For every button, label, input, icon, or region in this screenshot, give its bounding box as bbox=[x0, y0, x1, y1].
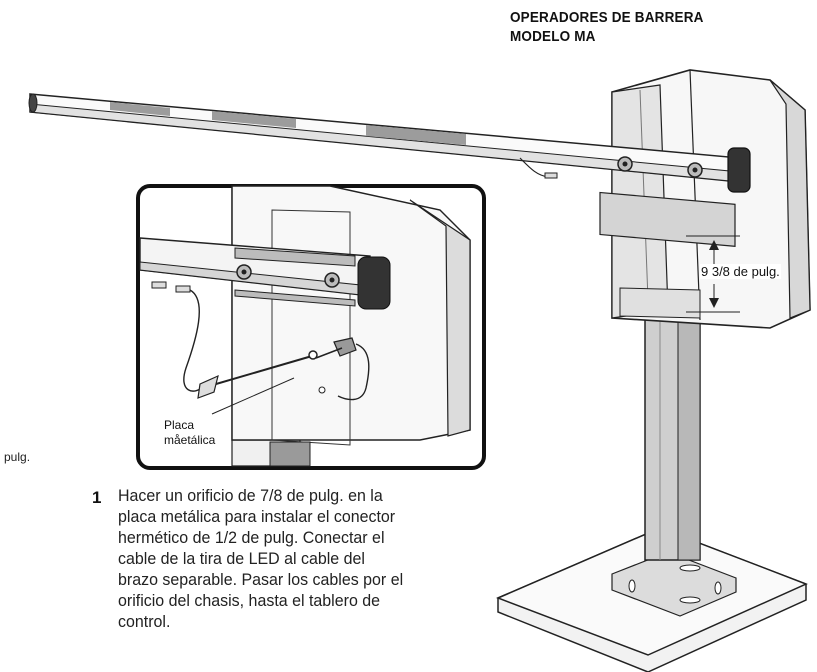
header-line-1: OPERADORES DE BARRERA bbox=[510, 9, 704, 26]
dimension-marker bbox=[686, 235, 740, 313]
pedestal bbox=[644, 299, 701, 561]
base-plate bbox=[496, 527, 808, 672]
dimension-label: 9 3/8 de pulg. bbox=[700, 264, 781, 279]
operator-housing bbox=[611, 69, 811, 329]
stray-unit-text: pulg. bbox=[4, 450, 31, 464]
barrier-arm bbox=[28, 93, 751, 247]
document-header: OPERADORES DE BARRERA MODELO MA bbox=[510, 8, 704, 46]
step-line: Hacer un orificio de 7/8 de pulg. en la bbox=[118, 486, 383, 505]
metal-plate-label: Placa måetálica bbox=[164, 418, 215, 448]
step-line: control. bbox=[118, 612, 171, 631]
inset-detail bbox=[136, 184, 486, 470]
step-number: 1 bbox=[92, 488, 102, 507]
step-line: hermético de 1/2 de pulg. Conectar el bbox=[118, 528, 385, 547]
metal-plate-label-line-1: Placa bbox=[164, 418, 195, 432]
step-instructions: Hacer un orificio de 7/8 de pulg. en la … bbox=[118, 485, 428, 635]
step-line: cable de la tira de LED al cable del bbox=[118, 549, 365, 568]
step-line: placa metálica para instalar el conector bbox=[118, 507, 396, 526]
step-line: orificio del chasis, hasta el tablero de bbox=[118, 591, 381, 610]
step-line: brazo separable. Pasar los cables por el bbox=[118, 570, 404, 589]
metal-plate-label-line-2: måetálica bbox=[164, 433, 216, 447]
header-line-2: MODELO MA bbox=[510, 28, 596, 45]
